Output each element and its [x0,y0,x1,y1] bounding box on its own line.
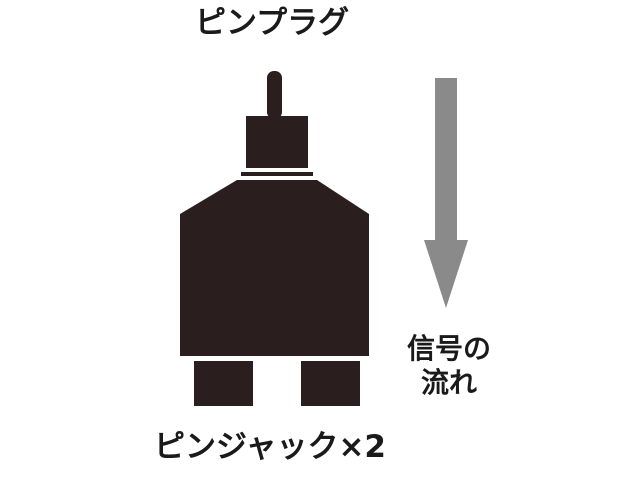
jack-label: ピンジャック×2 [154,429,386,465]
flow-arrow-shaft [435,78,457,246]
plug-pin [267,71,282,119]
plug-label: ピンプラグ [195,5,350,41]
plug-ring [241,172,313,176]
jack-left [194,361,253,406]
jack-right [301,361,360,406]
flow-arrow-head [424,240,468,308]
signal-flow-label: 信号の 流れ [399,332,499,400]
plug-collar [246,116,308,168]
adapter-body [180,180,369,356]
signal-flow-label-line1: 信号の [406,332,491,365]
signal-flow-label-line2: 流れ [420,366,477,400]
